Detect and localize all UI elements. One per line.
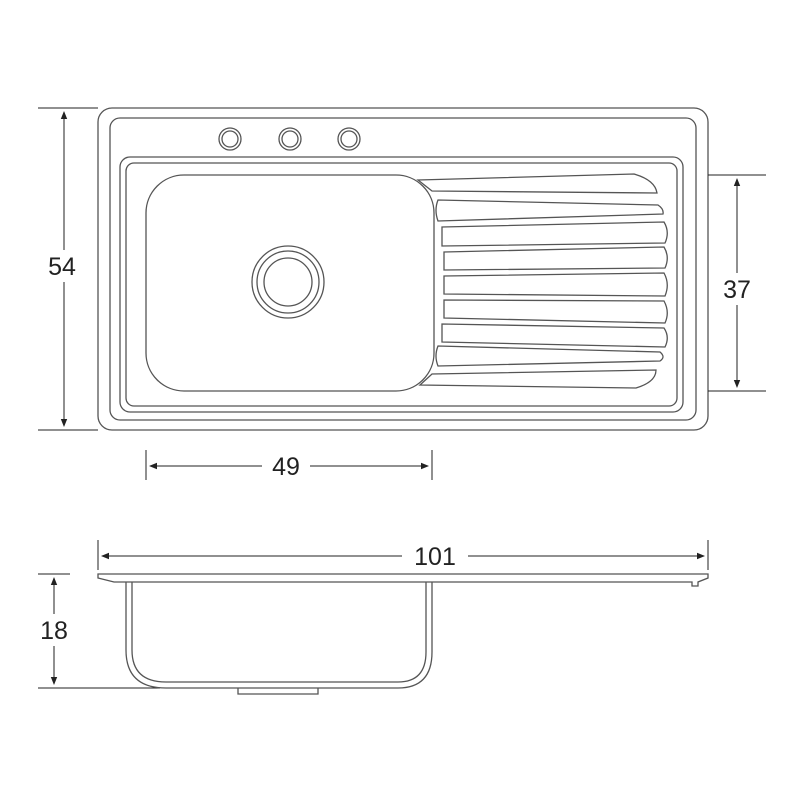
sink-side-bowl xyxy=(125,582,433,689)
sink-deck xyxy=(119,156,684,413)
faucet-hole xyxy=(337,127,361,151)
faucet-hole xyxy=(281,130,299,148)
depth-dimension-label: 18 xyxy=(40,617,68,645)
top-view: 54 37 49 xyxy=(38,107,766,482)
sink-bowl xyxy=(145,174,435,392)
overall-width-dimension-label: 101 xyxy=(414,543,456,571)
height-dimension-label: 54 xyxy=(48,253,76,281)
faucet-holes xyxy=(218,127,361,151)
bowl-width-dimension-label: 49 xyxy=(272,453,300,481)
overall-width-dimension: 101 xyxy=(97,540,709,572)
drainboard-rib xyxy=(441,323,668,348)
height-dimension: 54 xyxy=(38,107,98,431)
drainboard-rib xyxy=(441,221,668,247)
faucet-hole xyxy=(340,130,358,148)
faucet-hole xyxy=(218,127,242,151)
drainboard-rib xyxy=(435,199,664,222)
drain xyxy=(251,245,325,319)
sink-side-rim xyxy=(97,573,709,587)
drainboard-height-dimension-label: 37 xyxy=(723,276,751,304)
depth-dimension: 18 xyxy=(32,573,160,689)
drainboard-ribs xyxy=(416,173,668,389)
drainboard-rib xyxy=(416,173,658,194)
drainboard-rib xyxy=(443,299,668,324)
side-view: 101 18 xyxy=(32,540,709,695)
sink-rim-inner xyxy=(109,117,697,421)
bowl-width-dimension: 49 xyxy=(145,450,433,482)
drain-inner xyxy=(263,257,313,307)
drain-outer xyxy=(251,245,325,319)
sink-side-bowl-inner xyxy=(131,582,427,683)
drainboard-rib xyxy=(435,345,664,367)
sink-rim-outer xyxy=(97,107,709,431)
drain-middle xyxy=(256,250,320,314)
drainboard-height-dimension: 37 xyxy=(708,174,766,392)
sink-deck-inner xyxy=(125,162,678,407)
faucet-hole xyxy=(278,127,302,151)
drainboard-rib xyxy=(418,369,657,389)
drainboard-rib xyxy=(443,272,668,297)
sink-side-drain xyxy=(237,688,319,695)
faucet-hole xyxy=(221,130,239,148)
drainboard-rib xyxy=(443,246,668,271)
